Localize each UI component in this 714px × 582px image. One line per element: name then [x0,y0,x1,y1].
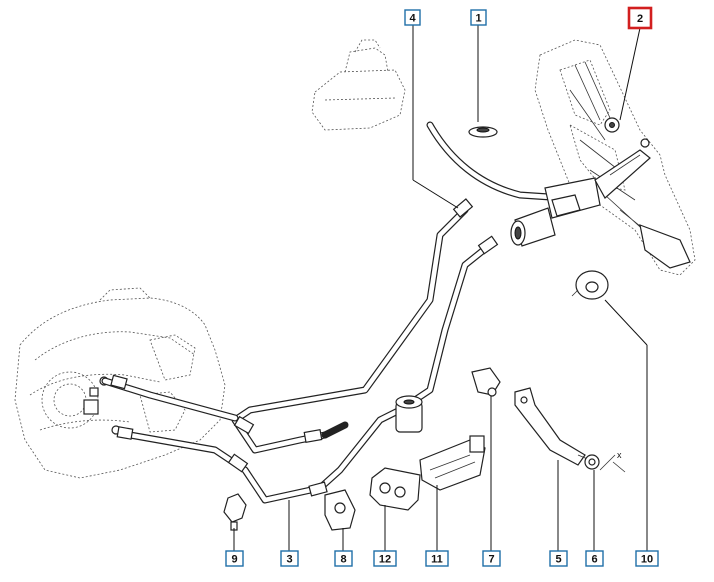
callout-number-4: 4 [409,13,416,25]
callout-box-2 [627,6,653,30]
callout-7: 7 [482,550,501,567]
callout-number-12: 12 [379,554,391,566]
callout-4: 4 [404,9,421,26]
callout-9: 9 [225,550,244,567]
clutch-pedal-assembly [534,39,696,276]
callout-10: 10 [635,550,659,567]
callout-box-12 [373,550,397,567]
pipe-damper [395,395,423,433]
part-11-bracket [419,435,486,491]
callout-8: 8 [334,550,353,567]
callout-box-11 [425,550,449,567]
part-4-upper-pipe [231,206,469,454]
leader-lines [233,24,648,551]
pipe-fittings [110,198,499,497]
callout-number-5: 5 [555,554,561,566]
part-12-multi-clip [369,467,421,511]
callout-number-3: 3 [286,554,292,566]
part-9-clip [223,493,247,531]
part-7-retaining-clip [471,367,501,397]
callout-number-10: 10 [641,554,653,566]
part-1-grommet [468,126,498,138]
callout-box-8 [334,550,353,567]
callout-box-9 [225,550,244,567]
callout-5: 5 [549,550,568,567]
callout-box-7 [482,550,501,567]
supply-hose [426,121,554,201]
part-5-mounting-bracket [514,387,591,466]
callout-3: 3 [280,550,299,567]
part-2-master-cylinder [510,138,651,247]
callout-number-6: 6 [591,554,597,566]
callout-2: 2 [627,6,653,30]
part-10-pedal-stop [571,270,609,300]
callout-6: 6 [585,550,604,567]
callout-box-1 [470,9,487,26]
callout-11: 11 [425,550,449,567]
axis-label-x: x [617,450,622,460]
callout-number-9: 9 [231,554,237,566]
fluid-reservoir [311,39,406,131]
callout-1: 1 [470,9,487,26]
part-6-nut [584,454,600,470]
callout-number-1: 1 [475,13,481,25]
callout-box-4 [404,9,421,26]
callout-box-10 [635,550,659,567]
callout-number-2: 2 [637,13,643,25]
callout-number-11: 11 [431,554,443,566]
callout-number-8: 8 [340,554,346,566]
part-8-pipe-clip [324,489,356,531]
callout-12: 12 [373,550,397,567]
callout-box-3 [280,550,299,567]
callout-box-6 [585,550,604,567]
callout-box-5 [549,550,568,567]
axis-marker: x [599,450,626,473]
callout-number-7: 7 [488,554,494,566]
